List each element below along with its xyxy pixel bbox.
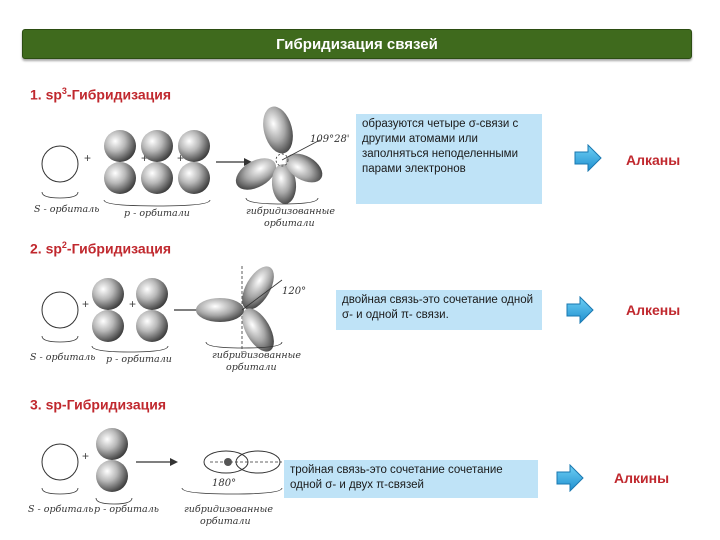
result-alkynes: Алкины <box>614 470 670 486</box>
svg-text:S - орбиталь: S - орбиталь <box>34 204 99 215</box>
svg-text:гибридизованные: гибридизованные <box>212 350 301 361</box>
hybrid-orbital-icon <box>235 106 323 204</box>
orbital-diagrams: + + + 109°28' S - орбиталь p - орбитали … <box>28 106 350 527</box>
svg-text:+: + <box>82 297 89 311</box>
p-orbital-icon <box>96 428 128 492</box>
p-orbital-icon <box>178 130 210 194</box>
s-orbital-icon <box>41 443 79 481</box>
svg-text:+: + <box>84 151 91 165</box>
hybrid-orbital-icon <box>203 450 282 474</box>
svg-text:гибридизованные: гибридизованные <box>184 504 273 515</box>
section-3-heading: 3. sp-Гибридизация <box>30 396 167 413</box>
s-orbital-icon <box>41 291 79 329</box>
svg-text:120°: 120° <box>282 286 306 297</box>
p-orbital-icon <box>92 278 124 342</box>
section-2-heading: 2. sp2-Гибридизация <box>30 240 172 257</box>
svg-text:S - орбиталь: S - орбиталь <box>28 504 93 515</box>
svg-text:+: + <box>129 297 136 311</box>
s-orbital-icon <box>41 145 79 183</box>
p-orbital-icon <box>136 278 168 342</box>
sp-diagram: + 180° S - орбиталь p - орбиталь гибриди… <box>28 428 283 527</box>
svg-text:p - орбитали: p - орбитали <box>124 208 190 219</box>
svg-text:+: + <box>82 449 89 463</box>
svg-text:орбитали: орбитали <box>200 516 251 527</box>
p-orbital-icon <box>141 130 173 194</box>
svg-text:180°: 180° <box>212 478 236 489</box>
section-3-info: тройная связь-это сочетание сочетание од… <box>284 460 538 498</box>
svg-text:p - орбиталь: p - орбиталь <box>94 504 159 515</box>
svg-text:109°28': 109°28' <box>310 134 350 145</box>
svg-text:орбитали: орбитали <box>264 218 315 229</box>
p-orbital-icon <box>104 130 136 194</box>
right-arrow-icon <box>566 296 594 324</box>
result-alkanes: Алканы <box>626 152 681 168</box>
section-1-heading: 1. sp3-Гибридизация <box>30 86 172 103</box>
svg-text:орбитали: орбитали <box>226 362 277 373</box>
result-alkenes: Алкены <box>626 302 681 318</box>
sp3-diagram: + + + 109°28' S - орбиталь p - орбитали … <box>34 106 350 229</box>
page-title: Гибридизация связей <box>22 29 692 59</box>
section-2-info: двойная связь-это сочетание одной σ- и о… <box>336 290 542 330</box>
svg-text:+: + <box>177 151 184 165</box>
right-arrow-icon <box>556 464 584 492</box>
right-arrow-icon <box>574 144 602 172</box>
svg-text:S - орбиталь: S - орбиталь <box>30 352 95 363</box>
section-1-info: образуются четыре σ-связи с другими атом… <box>356 114 542 204</box>
svg-text:+: + <box>141 151 148 165</box>
svg-text:p - орбитали: p - орбитали <box>106 354 172 365</box>
sp2-diagram: + + 120° S - орбиталь p - орбитали гибри… <box>30 266 306 373</box>
svg-text:гибридизованные: гибридизованные <box>246 206 335 217</box>
hybrid-orbital-icon <box>196 266 283 354</box>
